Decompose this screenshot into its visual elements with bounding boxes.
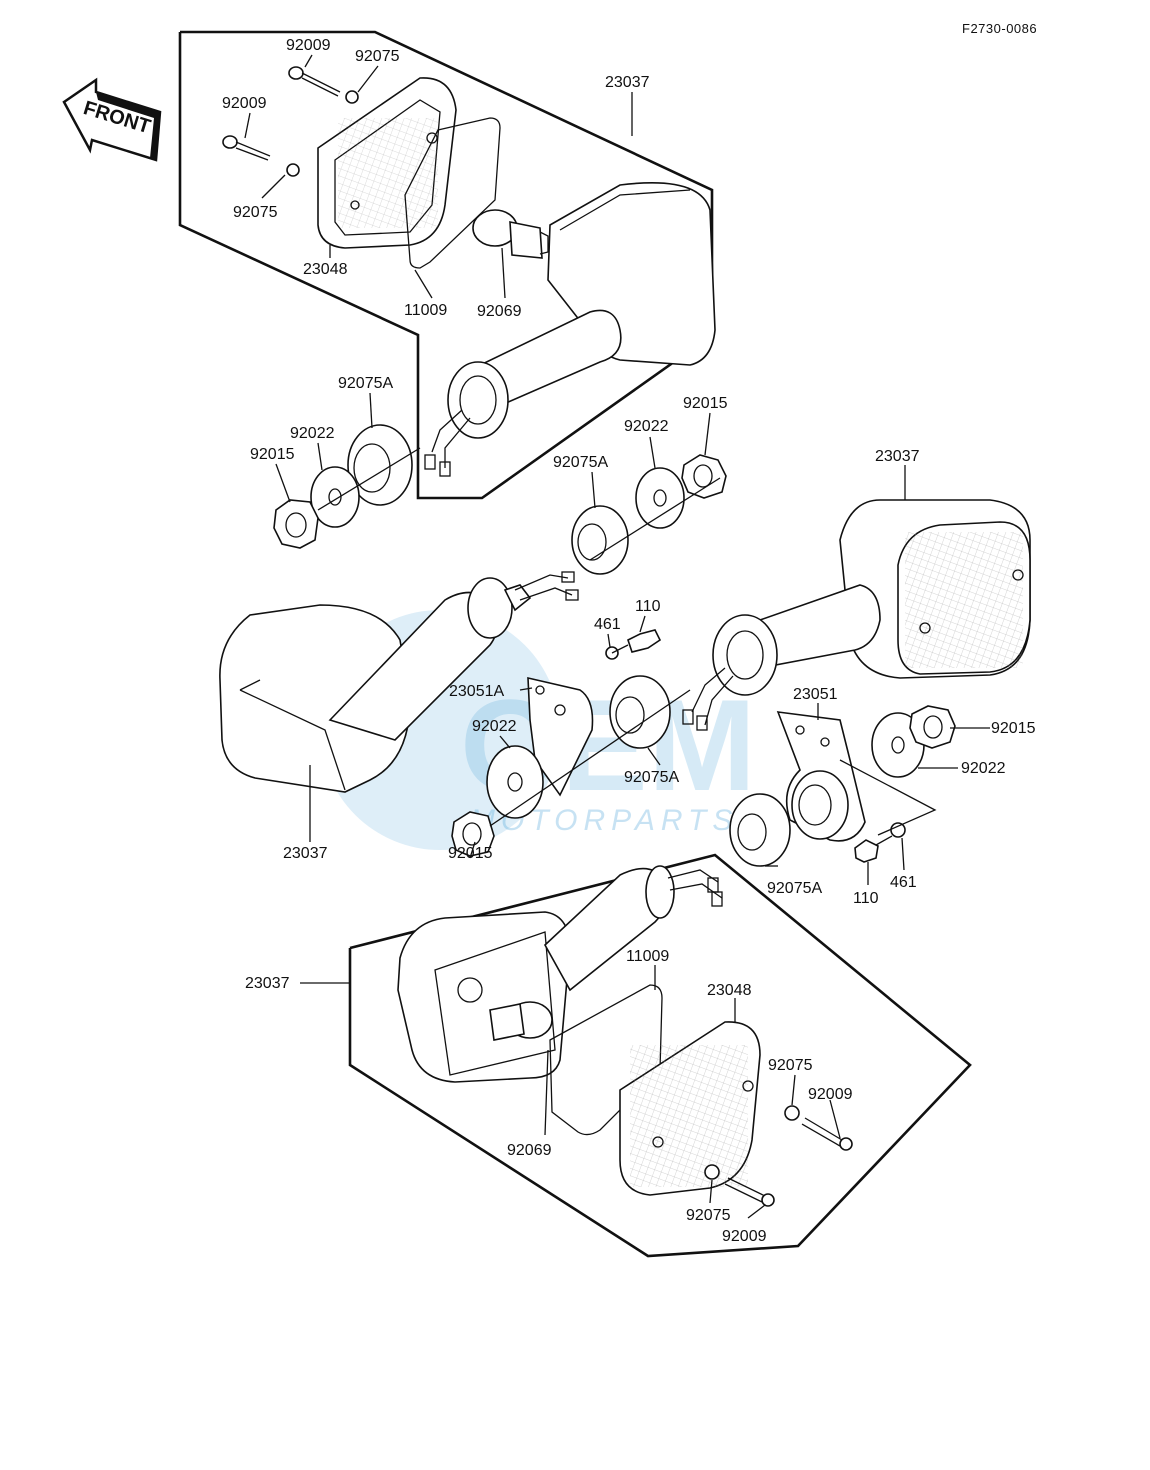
label-bot-92069: 92069 [507, 1142, 552, 1159]
c-bracket-23051A [527, 676, 594, 797]
label-top-92009-b: 92009 [222, 95, 267, 112]
left-housing [219, 571, 579, 793]
label-c-461: 461 [594, 616, 621, 633]
label-bot-92009-a: 92009 [808, 1086, 853, 1103]
front-arrow-icon: FRONT [62, 77, 162, 162]
mid-washer [635, 467, 685, 529]
mid-grommet [571, 505, 629, 575]
r-bolt-110 [854, 835, 893, 863]
top-assembly-border [178, 30, 714, 500]
bottom-housing [397, 865, 723, 1083]
label-c-92075A: 92075A [624, 769, 679, 786]
label-top-92009-a: 92009 [286, 37, 331, 54]
label-c-110: 110 [635, 598, 661, 615]
label-r-92022: 92022 [961, 760, 1006, 777]
label-left-23037: 23037 [283, 845, 328, 862]
label-mid-92015: 92015 [683, 395, 728, 412]
mid-nut [681, 454, 727, 499]
label-r-461: 461 [890, 874, 917, 891]
top-bulb [472, 209, 549, 259]
label-r-23051: 23051 [793, 686, 838, 703]
bottom-lens [619, 1021, 761, 1196]
label-r-92075A: 92075A [767, 880, 822, 897]
bottom-washer-b [704, 1164, 720, 1180]
c-washer-92022 [486, 745, 544, 819]
left-washer [310, 466, 360, 528]
label-c-92015: 92015 [448, 845, 493, 862]
leader-lines [244, 54, 990, 1219]
c-bolt-110 [611, 629, 662, 654]
label-bot-92075-b: 92075 [686, 1207, 731, 1224]
bottom-washer-a [784, 1105, 800, 1121]
diagram-code: F2730-0086 [962, 21, 1037, 36]
r-nut-461 [890, 822, 906, 838]
top-washer-a [345, 90, 359, 104]
right-housing [682, 499, 1031, 731]
part-labels: 92009 92075 23037 92009 92075 23048 1100… [222, 37, 1036, 1245]
label-top-92075-b: 92075 [233, 204, 278, 221]
label-bot-23048: 23048 [707, 982, 752, 999]
label-bot-92009-b: 92009 [722, 1228, 767, 1245]
label-left-92015: 92015 [250, 446, 295, 463]
label-left-92022: 92022 [290, 425, 335, 442]
label-c-92022: 92022 [472, 718, 517, 735]
r-grommet-92075A [729, 793, 791, 867]
label-top-92075-a: 92075 [355, 48, 400, 65]
top-housing [424, 182, 716, 477]
label-c-23051A: 23051A [449, 683, 504, 700]
label-top-11009: 11009 [404, 302, 447, 319]
c-grommet-92075A [609, 675, 671, 749]
r-bracket-23051 [776, 711, 866, 842]
label-top-92069: 92069 [477, 303, 522, 320]
bottom-bulb [489, 1001, 553, 1041]
c-nut-92015 [451, 811, 495, 857]
left-nut [273, 499, 319, 549]
bottom-screw-b [724, 1177, 775, 1207]
label-top-23048: 23048 [303, 261, 348, 278]
label-bot-92075-a: 92075 [768, 1057, 813, 1074]
label-mid-92022: 92022 [624, 418, 669, 435]
label-mid-92075A: 92075A [553, 454, 608, 471]
label-right-23037: 23037 [875, 448, 920, 465]
label-r-92015: 92015 [991, 720, 1036, 737]
label-top-23037: 23037 [605, 74, 650, 91]
top-gasket [404, 117, 501, 269]
label-bot-11009: 11009 [626, 948, 669, 965]
label-left-92075A: 92075A [338, 375, 393, 392]
r-nut-92015 [909, 705, 956, 749]
top-screw-b [222, 135, 271, 161]
label-bot-23037: 23037 [245, 975, 290, 992]
top-lens [317, 77, 457, 249]
label-r-110: 110 [853, 890, 879, 907]
left-grommet [347, 424, 413, 506]
bottom-screw-a [801, 1117, 853, 1151]
top-screw-a [288, 66, 341, 97]
top-washer-b [286, 163, 300, 177]
bottom-assembly-border [348, 853, 972, 1258]
